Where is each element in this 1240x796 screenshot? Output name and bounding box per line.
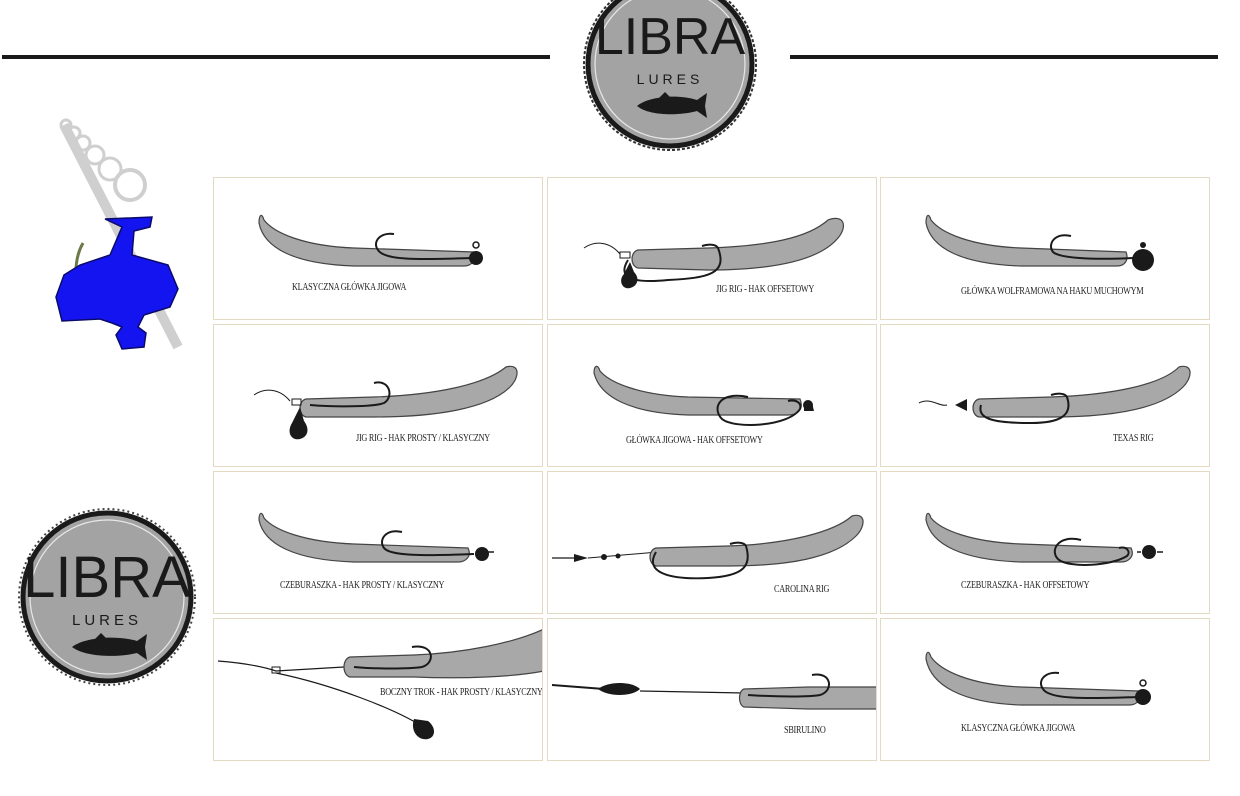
header-rule-right: [790, 55, 1218, 59]
tungsten-head-rig-illustration: [925, 214, 1154, 271]
cheburashka-offset-illustration: [925, 512, 1163, 566]
carolina-rig-illustration: [552, 514, 864, 580]
fishing-reel-icon: [50, 115, 185, 355]
rig-card[interactable]: CAROLINA RIG: [547, 471, 877, 614]
rig-label: TEXAS RIG: [1113, 433, 1154, 444]
rig-card[interactable]: GŁÓWKA WOLFRAMOWA NA HAKU MUCHOWYM: [880, 177, 1210, 320]
rig-label: CAROLINA RIG: [774, 584, 830, 595]
sbirulino-rig-illustration: [551, 673, 876, 710]
rig-label: CZEBURASZKA - HAK PROSTY / KLASYCZNY: [280, 580, 445, 591]
fish-icon: [637, 92, 707, 118]
brand-name: LIBRA: [23, 545, 191, 610]
brand-sub: LURES: [72, 612, 142, 629]
rig-card[interactable]: GŁÓWKA JIGOWA - HAK OFFSETOWY: [547, 324, 877, 467]
rig-card[interactable]: TEXAS RIG: [880, 324, 1210, 467]
brand-name: LIBRA: [595, 8, 746, 66]
rig-card[interactable]: CZEBURASZKA - HAK PROSTY / KLASYCZNY: [213, 471, 543, 614]
rig-label: BOCZNY TROK - HAK PROSTY / KLASYCZNY: [380, 687, 543, 698]
jig-rig-straight-illustration: [253, 365, 518, 440]
rig-card[interactable]: JIG RIG - HAK PROSTY / KLASYCZNY: [213, 324, 543, 467]
drop-shot-side-rig-illustration: [217, 629, 542, 740]
rig-card[interactable]: SBIRULINO: [547, 618, 877, 761]
rig-label: JIG RIG - HAK OFFSETOWY: [716, 284, 815, 295]
rig-label: CZEBURASZKA - HAK OFFSETOWY: [961, 580, 1090, 591]
rig-card[interactable]: KLASYCZNA GŁÓWKA JIGOWA: [213, 177, 543, 320]
rig-grid: KLASYCZNA GŁÓWKA JIGOWA JIG RIG - HAK OF…: [213, 177, 1211, 763]
fish-icon: [72, 633, 147, 660]
jig-rig-offset-illustration: [583, 217, 845, 289]
rig-card[interactable]: BOCZNY TROK - HAK PROSTY / KLASYCZNY: [213, 618, 543, 761]
brand-logo-top: LIBRA LURES: [579, 0, 761, 152]
jig-head-rig-illustration: [258, 214, 483, 267]
brand-sub: LURES: [637, 71, 704, 87]
header-rule-left: [2, 55, 550, 59]
rig-label: JIG RIG - HAK PROSTY / KLASYCZNY: [356, 433, 490, 444]
rig-card[interactable]: JIG RIG - HAK OFFSETOWY: [547, 177, 877, 320]
rig-label: KLASYCZNA GŁÓWKA JIGOWA: [961, 723, 1076, 734]
rig-label: SBIRULINO: [784, 725, 826, 736]
rig-card[interactable]: CZEBURASZKA - HAK OFFSETOWY: [880, 471, 1210, 614]
texas-rig-illustration: [918, 365, 1191, 425]
rig-label: KLASYCZNA GŁÓWKA JIGOWA: [292, 282, 407, 293]
cheburashka-straight-illustration: [258, 512, 494, 563]
rig-card[interactable]: KLASYCZNA GŁÓWKA JIGOWA: [880, 618, 1210, 761]
brand-logo-side: LIBRA LURES: [17, 507, 197, 687]
jig-head-rig-illustration: [925, 651, 1151, 706]
rig-label: GŁÓWKA WOLFRAMOWA NA HAKU MUCHOWYM: [961, 286, 1144, 297]
rig-label: GŁÓWKA JIGOWA - HAK OFFSETOWY: [626, 435, 763, 446]
jig-head-offset-illustration: [593, 365, 814, 426]
